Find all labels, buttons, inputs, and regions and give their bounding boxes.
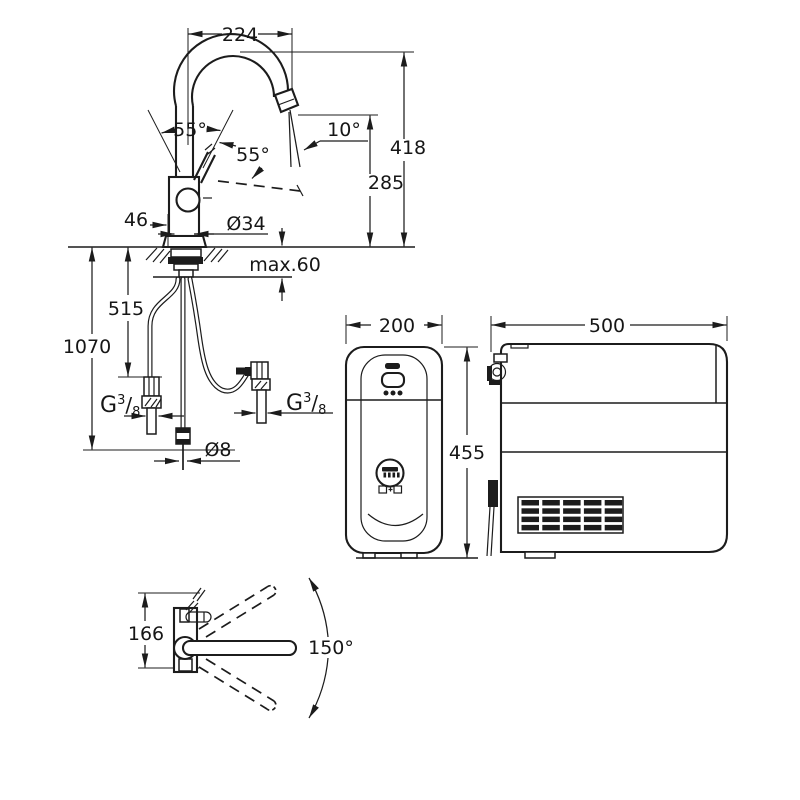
counter-hatching: [145, 247, 229, 264]
cooler-side-view: 500: [486, 315, 729, 559]
fitting-right: [245, 361, 271, 424]
dim-cooler-depth: 500: [589, 315, 625, 337]
power-cable: [486, 480, 498, 557]
dim-cooler-width: 200: [379, 315, 415, 337]
dim-hose-free-length: 515: [108, 298, 144, 320]
dim-offset: 46: [124, 209, 148, 231]
dimensions-faucet-front: 224 418 285 10° 55° 55°: [63, 24, 426, 465]
dim-lever-angle-right: 55°: [236, 144, 270, 166]
connection-hoses: [147, 276, 250, 432]
dimensions-faucet-top: 166: [128, 593, 164, 668]
dim-base-depth: 166: [128, 623, 164, 645]
faucet-top-view: 150° 166: [128, 577, 354, 719]
dim-capillary-diameter: Ø8: [204, 439, 231, 461]
filter-logo-icon: [375, 458, 405, 488]
dim-stream-angle: 10°: [327, 119, 361, 141]
lever-joint: [175, 187, 201, 213]
faucet-front-view: 224 418 285 10° 55° 55°: [63, 24, 426, 470]
cooler-front-view: 200 455: [344, 315, 485, 559]
dim-thread-right: G3/8: [286, 391, 326, 418]
dimensions-cooler-side: 500: [490, 315, 728, 352]
dim-thread-left: G3/8: [100, 393, 140, 420]
spout-top: [181, 639, 298, 657]
dim-swivel-angle: 150°: [308, 637, 354, 659]
swivel-range-dashed: [198, 584, 277, 712]
filter-size-badges-icon: [378, 485, 403, 494]
dim-hose-total-length: 1070: [63, 336, 111, 358]
dim-total-height: 418: [390, 137, 426, 159]
dimensions-cooler-front: 200 455: [345, 315, 485, 558]
cooler-front-housing: [344, 345, 444, 555]
dim-counter-thickness: max.60: [249, 254, 321, 276]
dim-body-diameter: Ø34: [226, 213, 265, 235]
dim-spout-reach: 224: [222, 24, 258, 46]
fitting-left: [141, 376, 162, 435]
aerator: [273, 87, 300, 114]
led-display-icon: [380, 363, 406, 396]
vent-grille: [517, 496, 624, 534]
inlet-clamp: [487, 353, 508, 385]
dim-outlet-height: 285: [368, 172, 404, 194]
dim-lever-angle-left: 55°: [173, 119, 207, 141]
dim-cooler-height: 455: [449, 442, 485, 464]
